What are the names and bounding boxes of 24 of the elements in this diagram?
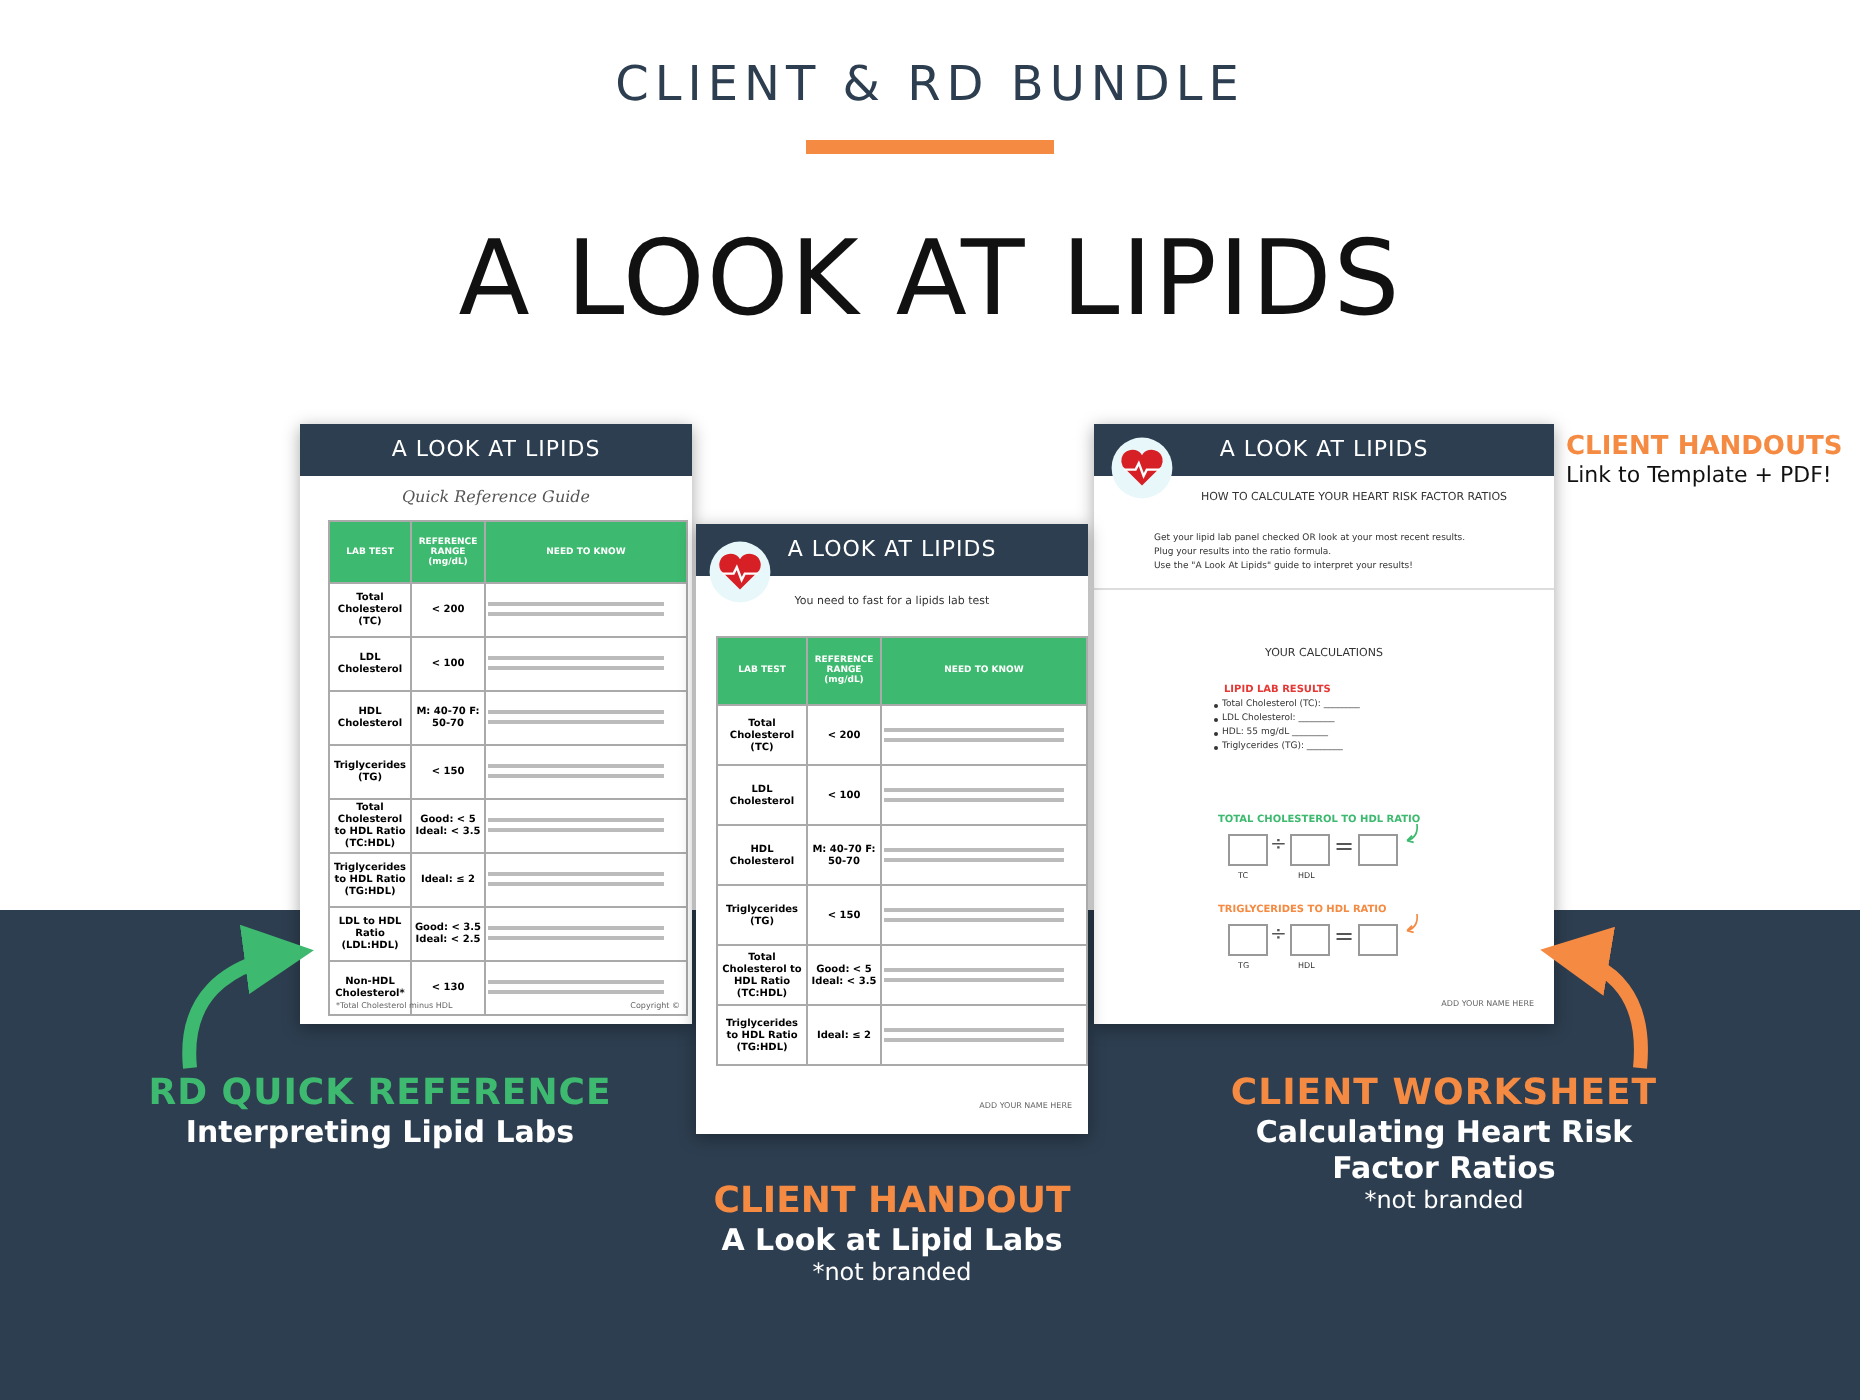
caption-text: Link to Template + PDF! — [1566, 462, 1834, 488]
subtitle: CLIENT & RD BUNDLE — [613, 56, 1247, 112]
caption-text: A Look at Lipid Labs — [719, 1222, 1065, 1258]
caption-heading: CLIENT HANDOUT — [711, 1180, 1073, 1222]
caption-heading: RD QUICK REFERENCE — [146, 1072, 614, 1114]
curved-arrow — [1540, 929, 1648, 1069]
caption-text: Calculating Heart Risk Factor Ratios — [1253, 1114, 1635, 1186]
note: *not branded — [1362, 1186, 1526, 1214]
note: *not branded — [810, 1258, 974, 1286]
caption-text: Interpreting Lipid Labs — [183, 1114, 577, 1150]
caption-heading: CLIENT WORKSHEET — [1228, 1072, 1660, 1114]
document-page — [300, 424, 692, 1024]
equals-sign: = — [1334, 922, 1355, 950]
title: A LOOK AT LIPIDS — [456, 220, 1404, 340]
division-sign: ÷ — [1270, 924, 1287, 946]
page-header: A LOOK AT LIPIDS — [300, 424, 692, 476]
equals-sign: = — [1334, 832, 1355, 860]
document-page — [696, 524, 1088, 1134]
division-sign: ÷ — [1270, 834, 1287, 856]
document-page — [1094, 424, 1554, 1024]
curved-arrow — [182, 926, 314, 1069]
page-subtitle: Quick Reference Guide — [399, 488, 593, 506]
caption-heading: CLIENT HANDOUTS — [1566, 432, 1845, 462]
page-header: A LOOK AT LIPIDS — [1094, 424, 1554, 476]
